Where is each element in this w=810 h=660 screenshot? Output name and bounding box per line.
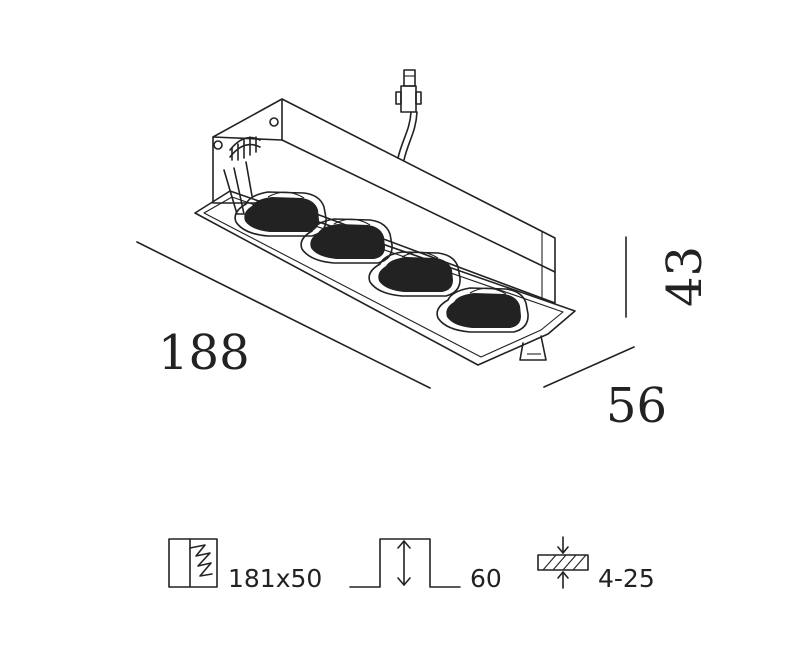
dimension-height: 43: [625, 236, 713, 318]
light-module-3: [368, 251, 461, 297]
trim-flange: [194, 190, 576, 366]
dimension-width: 56: [543, 346, 667, 434]
light-module-4: [436, 287, 529, 333]
spec-cutout-label: 181x50: [228, 564, 322, 593]
ceiling-thickness-icon: [537, 536, 589, 589]
recess-depth-icon: [349, 538, 461, 588]
spec-depth-label: 60: [470, 564, 502, 593]
connector-cable: [395, 69, 422, 161]
spring-clip-right: [519, 335, 547, 361]
spec-depth: 60: [349, 538, 502, 593]
spec-thickness: 4-25: [537, 536, 655, 593]
cutout-size-icon: [168, 538, 218, 588]
dimension-width-label: 56: [606, 378, 667, 434]
spec-thickness-label: 4-25: [598, 564, 655, 593]
dimension-length-label: 188: [158, 325, 250, 381]
fixture-illustration: [194, 69, 576, 366]
spec-cutout: 181x50: [168, 538, 322, 593]
dimension-height-label: 43: [657, 246, 713, 307]
dimension-length: 188: [136, 241, 431, 389]
